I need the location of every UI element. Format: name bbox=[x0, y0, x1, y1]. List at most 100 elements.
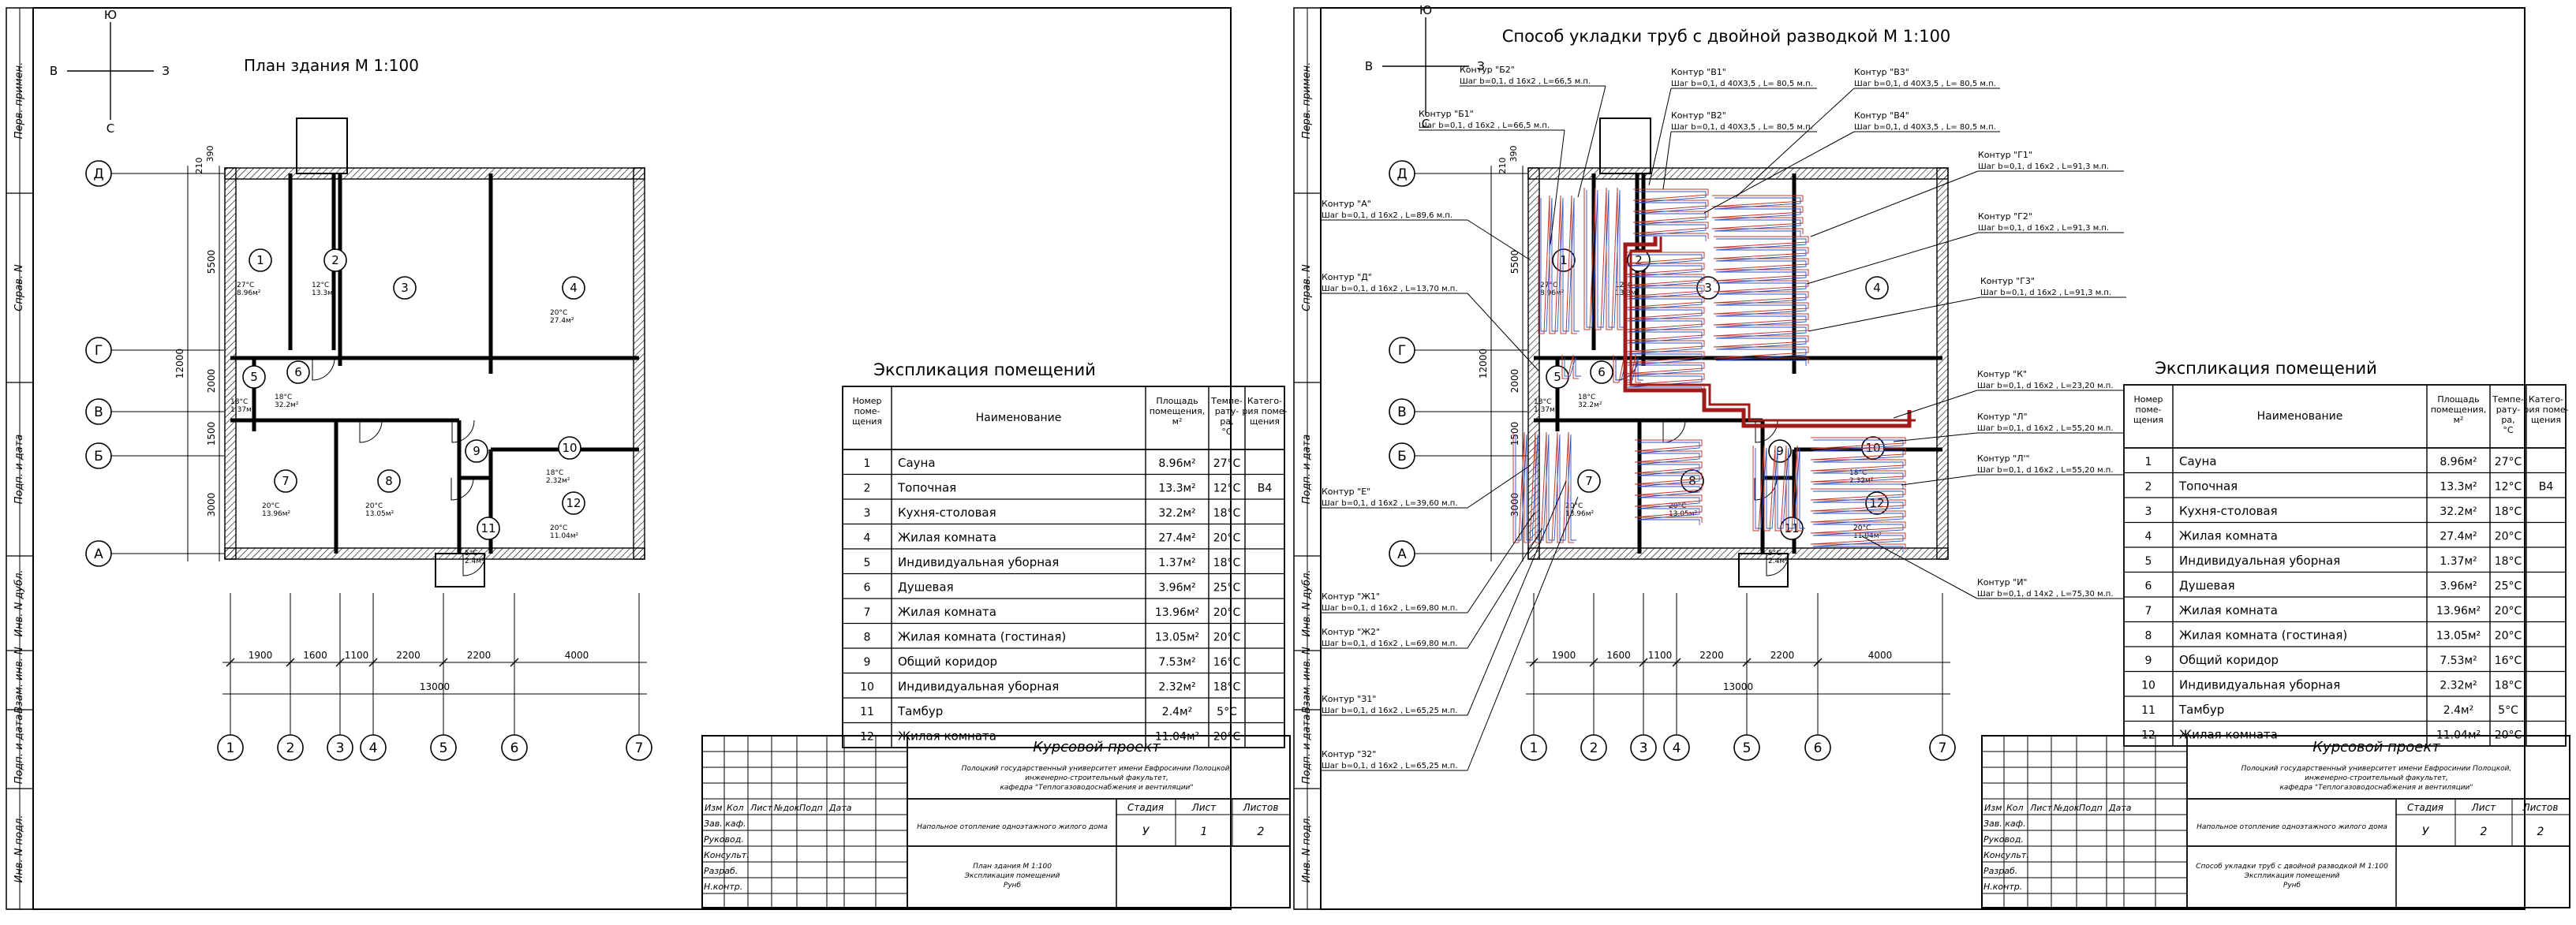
header-line: Наименование bbox=[976, 412, 1062, 424]
stamp-stage-header: Листов bbox=[1243, 802, 1279, 813]
room-temp: 18°C bbox=[1534, 398, 1551, 406]
contour-spec: Шаг b=0,1, d 40Х3,5 , L= 80,5 м.п. bbox=[1671, 123, 1813, 132]
door-swing bbox=[1662, 420, 1686, 443]
stamp-person: Консульт. bbox=[704, 850, 750, 860]
explication-cell: Топочная bbox=[2178, 479, 2238, 494]
explication-cell: Жилая комната bbox=[2179, 728, 2278, 742]
explication-title: Экспликация помещений bbox=[873, 360, 1096, 379]
outer-wall bbox=[1936, 167, 1949, 560]
pipe-loop-supply bbox=[1810, 488, 1906, 550]
contour-name: Контур "А" bbox=[1322, 199, 1371, 209]
col-axis-label: 6 bbox=[510, 740, 519, 756]
explication-cell: 8 bbox=[864, 632, 871, 644]
explication-header: Темпе-рату-ра,°С bbox=[1210, 396, 1243, 437]
header-line: м² bbox=[2454, 415, 2464, 425]
col-axis-label: 7 bbox=[1939, 740, 1947, 756]
explication-cell: 18°C bbox=[2495, 555, 2522, 568]
stamp-role: Дата bbox=[2108, 803, 2132, 813]
explication-cell: 9 bbox=[864, 656, 871, 669]
outer-wall bbox=[224, 167, 645, 180]
header-line: щения bbox=[2133, 415, 2163, 425]
col-axis-label: 7 bbox=[635, 740, 644, 756]
explication-cell: 20°C bbox=[1213, 606, 1241, 619]
contour-spec: Шаг b=0,1, d 16х2 , L=65,25 м.п. bbox=[1322, 707, 1458, 715]
room-area: 8.96м² bbox=[237, 289, 261, 297]
pipe-loop-supply bbox=[1583, 187, 1623, 330]
contour-name: Контур "Е" bbox=[1322, 487, 1370, 497]
explication-cell: 20°C bbox=[1213, 532, 1241, 545]
explication-cell: 8 bbox=[2145, 630, 2152, 643]
header-line: помещения, bbox=[1150, 406, 1206, 416]
room-marker bbox=[1865, 491, 1889, 515]
explication-cell: Тамбур bbox=[897, 704, 943, 718]
explication-cell: 7 bbox=[2145, 605, 2152, 617]
explication-cell: Индивидуальная уборная bbox=[2179, 678, 2340, 692]
room-number: 5 bbox=[250, 370, 258, 384]
explication-cell: Общий коридор bbox=[898, 655, 997, 669]
explication-cell: 18°C bbox=[2495, 505, 2522, 518]
room-marker bbox=[558, 436, 581, 460]
pipe-loop-return bbox=[1812, 490, 1904, 552]
explication-cell: 2.32м² bbox=[2440, 680, 2477, 692]
explication-cell: 12 bbox=[860, 731, 874, 744]
room-marker bbox=[274, 469, 297, 493]
explication-cell: 2.4м² bbox=[2443, 704, 2473, 717]
contour-spec: Шаг b=0,1, d 16х2 , L=91,3 м.п. bbox=[1978, 162, 2109, 171]
callout-leader bbox=[1893, 390, 1978, 419]
explication-cell: 5°C bbox=[1217, 706, 1237, 718]
header-line: Катего- bbox=[1247, 396, 1282, 406]
dim-value: 4000 bbox=[1868, 650, 1893, 661]
header-line: поме- bbox=[854, 406, 880, 416]
room-number: 2 bbox=[331, 253, 339, 267]
contour-name: Контур "З1" bbox=[1322, 694, 1376, 704]
header-line: ра, bbox=[1220, 416, 1233, 427]
explication-cell: 3.96м² bbox=[2440, 580, 2477, 593]
header-line: помещения, bbox=[2431, 405, 2487, 415]
callout-leader bbox=[1901, 474, 1978, 486]
room-number: 4 bbox=[570, 281, 578, 295]
explication-cell: 25°C bbox=[2495, 580, 2522, 593]
explication-cell: Жилая комната (гостиная) bbox=[2179, 628, 2347, 643]
compass-west: В bbox=[1365, 59, 1373, 73]
explication-cell: 3 bbox=[2145, 505, 2152, 518]
room-temp: 27°C bbox=[1540, 282, 1557, 289]
explication-cell: Общий коридор bbox=[2179, 653, 2279, 667]
col-axis-label: 2 bbox=[286, 740, 295, 756]
col-axis-label: 2 bbox=[1590, 740, 1598, 756]
room-number: 6 bbox=[1598, 365, 1606, 379]
col-axis-label: 5 bbox=[439, 740, 448, 756]
explication-cell: 18°C bbox=[1213, 557, 1241, 569]
contour-spec: Шаг b=0,1, d 40Х3,5 , L= 80,5 м.п. bbox=[1854, 123, 1996, 132]
dim-tick bbox=[1529, 658, 1538, 667]
room-temp: 20°C bbox=[550, 309, 567, 317]
compass-south: С bbox=[1422, 117, 1430, 131]
row-axis-label: Б bbox=[1397, 449, 1407, 464]
stamp-sheet: 2 bbox=[2481, 826, 2488, 838]
room-temp: 20°C bbox=[1853, 524, 1871, 532]
contour-spec: Шаг b=0,1, d 40Х3,5 , L= 80,5 м.п. bbox=[1854, 80, 1996, 88]
compass-south: С bbox=[107, 121, 114, 136]
callout-leader bbox=[1893, 432, 1978, 442]
stamp-sheet-title-line: Рунб bbox=[2283, 882, 2301, 890]
room-temp: 12°C bbox=[312, 282, 329, 289]
compass-west: В bbox=[50, 64, 58, 78]
door-swing bbox=[451, 477, 474, 501]
header-line: °С bbox=[1221, 427, 1232, 437]
header-line: Катего- bbox=[2529, 394, 2563, 405]
explication-cell: 3.96м² bbox=[1158, 582, 1195, 595]
room-area: 2.32м² bbox=[546, 477, 570, 485]
explication-cell: 20°C bbox=[2495, 605, 2522, 617]
dim-value: 1900 bbox=[1552, 650, 1576, 661]
stamp-person: Разраб. bbox=[1983, 866, 2017, 876]
col-axis-label: 1 bbox=[1530, 740, 1538, 756]
room-area: 13.96м² bbox=[1565, 510, 1595, 518]
compass-north: Ю bbox=[104, 8, 117, 22]
room-number: 9 bbox=[1776, 444, 1784, 458]
explication-cell: 5 bbox=[2145, 555, 2152, 568]
col-axis-label: 6 bbox=[1814, 740, 1823, 756]
callout-leader bbox=[1861, 535, 1978, 599]
